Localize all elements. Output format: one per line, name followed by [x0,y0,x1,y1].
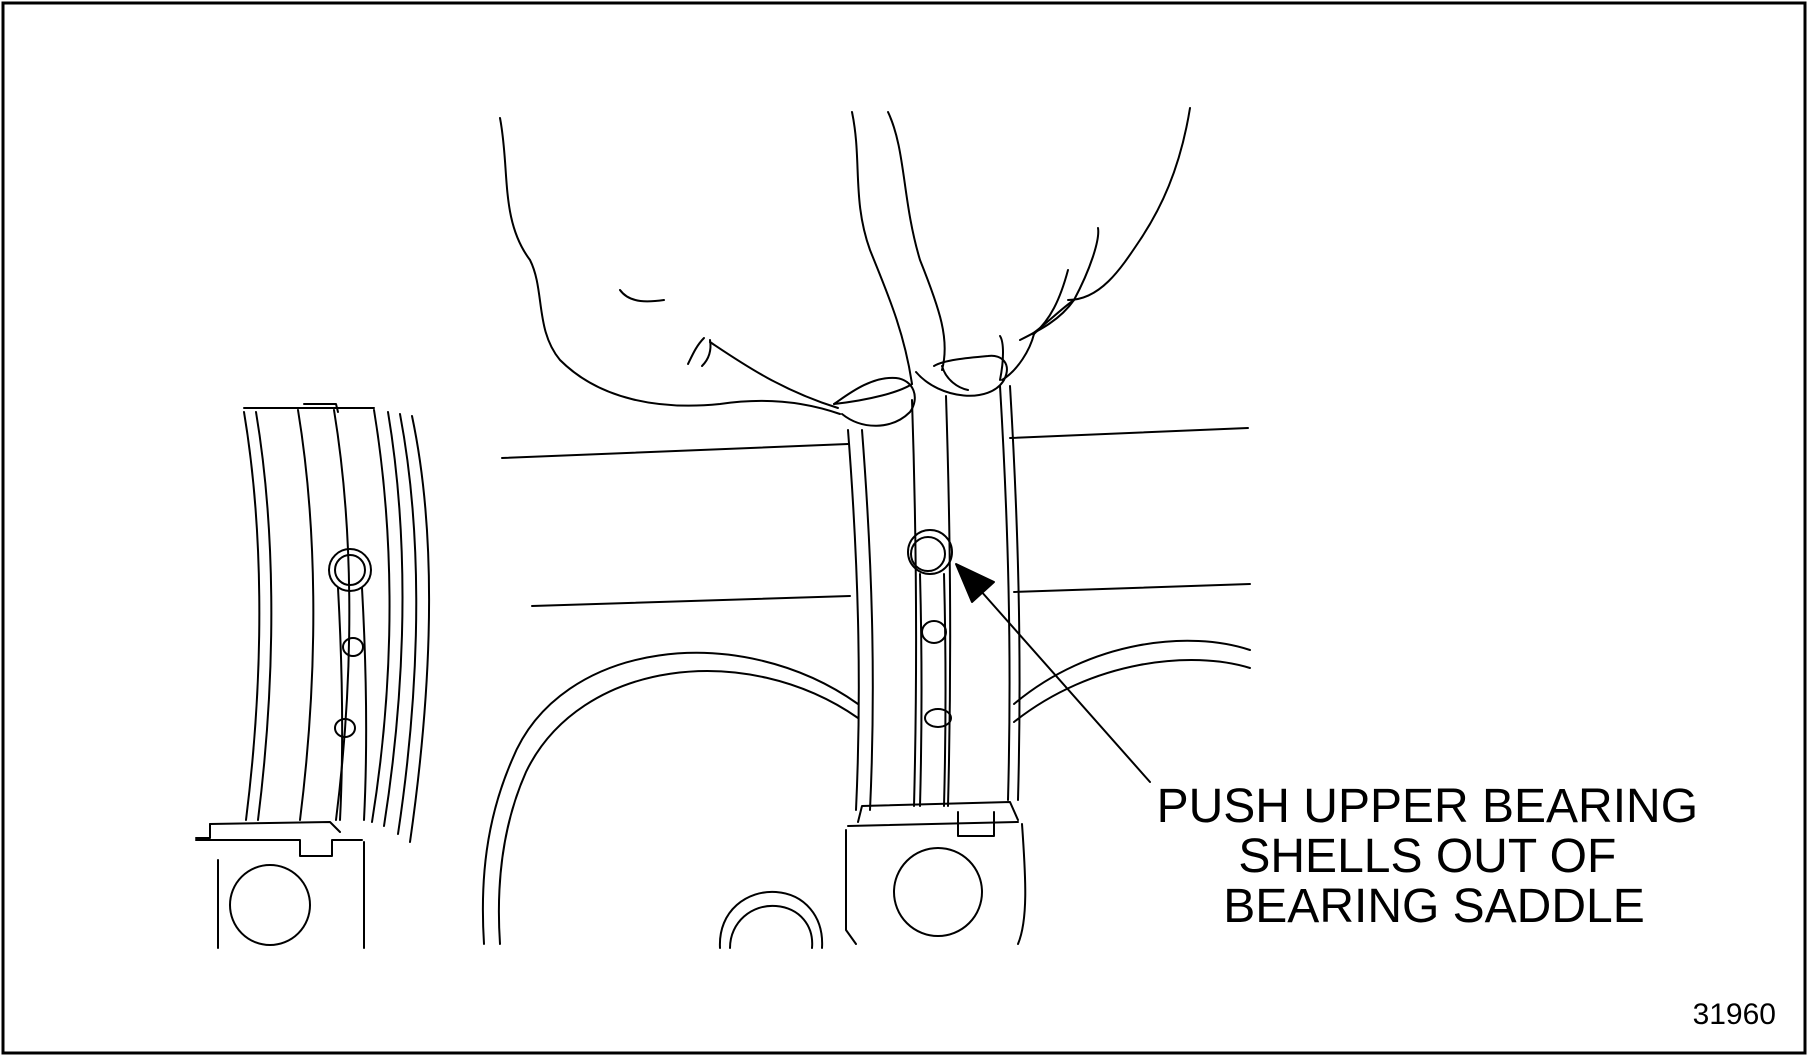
arrow-head [955,563,995,603]
technician-hand [499,107,1191,427]
callout-line-3: BEARING SADDLE [1223,880,1644,933]
callout-line-2: SHELLS OUT OF [1238,830,1616,883]
callout-arrow [955,563,1151,783]
left-bearing-shell [195,403,430,949]
center-oil-hole [907,529,953,575]
engine-block-outline [481,427,1251,949]
left-saddle-bore [229,864,311,946]
center-bearing-shell [845,385,1027,945]
center-saddle-bore [893,847,983,937]
callout-label: PUSH UPPER BEARING SHELLS OUT OF BEARING… [1157,780,1712,933]
callout-line-1: PUSH UPPER BEARING [1157,780,1698,833]
figure-number: 31960 [1693,998,1776,1031]
left-oil-hole [328,548,372,592]
